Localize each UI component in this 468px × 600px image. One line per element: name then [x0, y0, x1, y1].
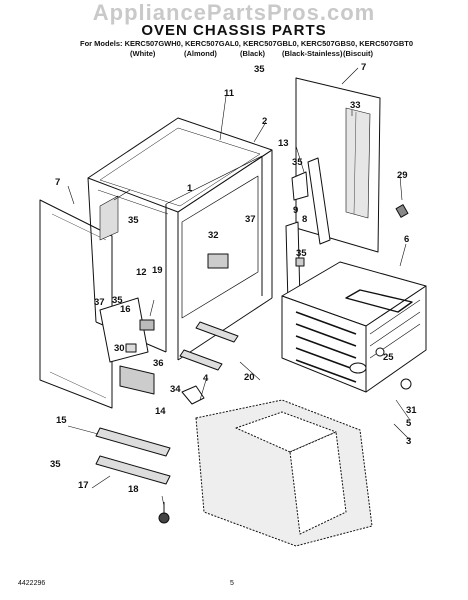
- callout-1: 1: [187, 183, 193, 194]
- callout-34: 34: [170, 384, 181, 395]
- small-parts: [99, 204, 412, 524]
- callout-19: 19: [152, 265, 163, 276]
- chassis-frame: [87, 117, 273, 361]
- callout-8: 8: [302, 214, 307, 225]
- callout-2: 2: [262, 116, 267, 127]
- callout-18: 18: [128, 484, 139, 495]
- page-title: OVEN CHASSIS PARTS: [141, 22, 327, 39]
- callout-30: 30: [114, 343, 125, 354]
- color-white: (White): [130, 49, 156, 58]
- callout-32: 32: [208, 230, 219, 241]
- callout-9: 9: [293, 205, 298, 216]
- oven-cavity: [281, 261, 427, 393]
- callout-31: 31: [406, 405, 417, 416]
- color-black-stainless: (Black-Stainless): [282, 49, 343, 58]
- callout-7b: 7: [55, 177, 60, 188]
- callout-33: 33: [350, 100, 361, 111]
- callouts: 1 2 3 4 5 6 7 7 8 9 11 12 13 14 15 16 17…: [50, 62, 417, 495]
- callout-11: 11: [224, 88, 235, 99]
- callout-35-b: 35: [292, 157, 303, 168]
- callout-12: 12: [136, 267, 147, 278]
- brackets-right: [285, 157, 331, 305]
- callout-35-a: 35: [254, 64, 265, 75]
- rails: [95, 321, 239, 485]
- color-almond: (Almond): [184, 49, 217, 58]
- doc-number: 4422296: [18, 580, 46, 587]
- watermark: AppliancePartsPros.com: [92, 0, 376, 25]
- callout-35-c: 35: [128, 215, 139, 226]
- callout-37-a: 37: [245, 214, 256, 225]
- side-panel: [39, 199, 113, 409]
- callout-15: 15: [56, 415, 67, 426]
- callout-17: 17: [78, 480, 89, 491]
- color-biscuit: (Biscuit): [343, 49, 373, 58]
- color-black: (Black): [240, 49, 266, 58]
- callout-13: 13: [278, 138, 289, 149]
- callout-35-f: 35: [50, 459, 61, 470]
- callout-35-d: 35: [296, 248, 307, 259]
- callout-25: 25: [383, 352, 394, 363]
- callout-4: 4: [203, 373, 209, 384]
- callout-6: 6: [404, 234, 409, 245]
- callout-36: 36: [153, 358, 164, 369]
- models-line: For Models: KERC507GWH0, KERC507GAL0, KE…: [80, 39, 414, 48]
- callout-20: 20: [244, 372, 255, 383]
- callout-29: 29: [397, 170, 408, 181]
- callout-16: 16: [120, 304, 131, 315]
- callout-7a: 7: [361, 62, 366, 73]
- page-number: 5: [230, 580, 234, 587]
- callout-14: 14: [155, 406, 166, 417]
- callout-3: 3: [406, 436, 411, 447]
- callout-5: 5: [406, 418, 412, 429]
- callout-35-e: 35: [112, 295, 123, 306]
- callout-37-b: 37: [94, 297, 105, 308]
- leader-lines: [67, 67, 411, 507]
- insulation: [195, 399, 373, 547]
